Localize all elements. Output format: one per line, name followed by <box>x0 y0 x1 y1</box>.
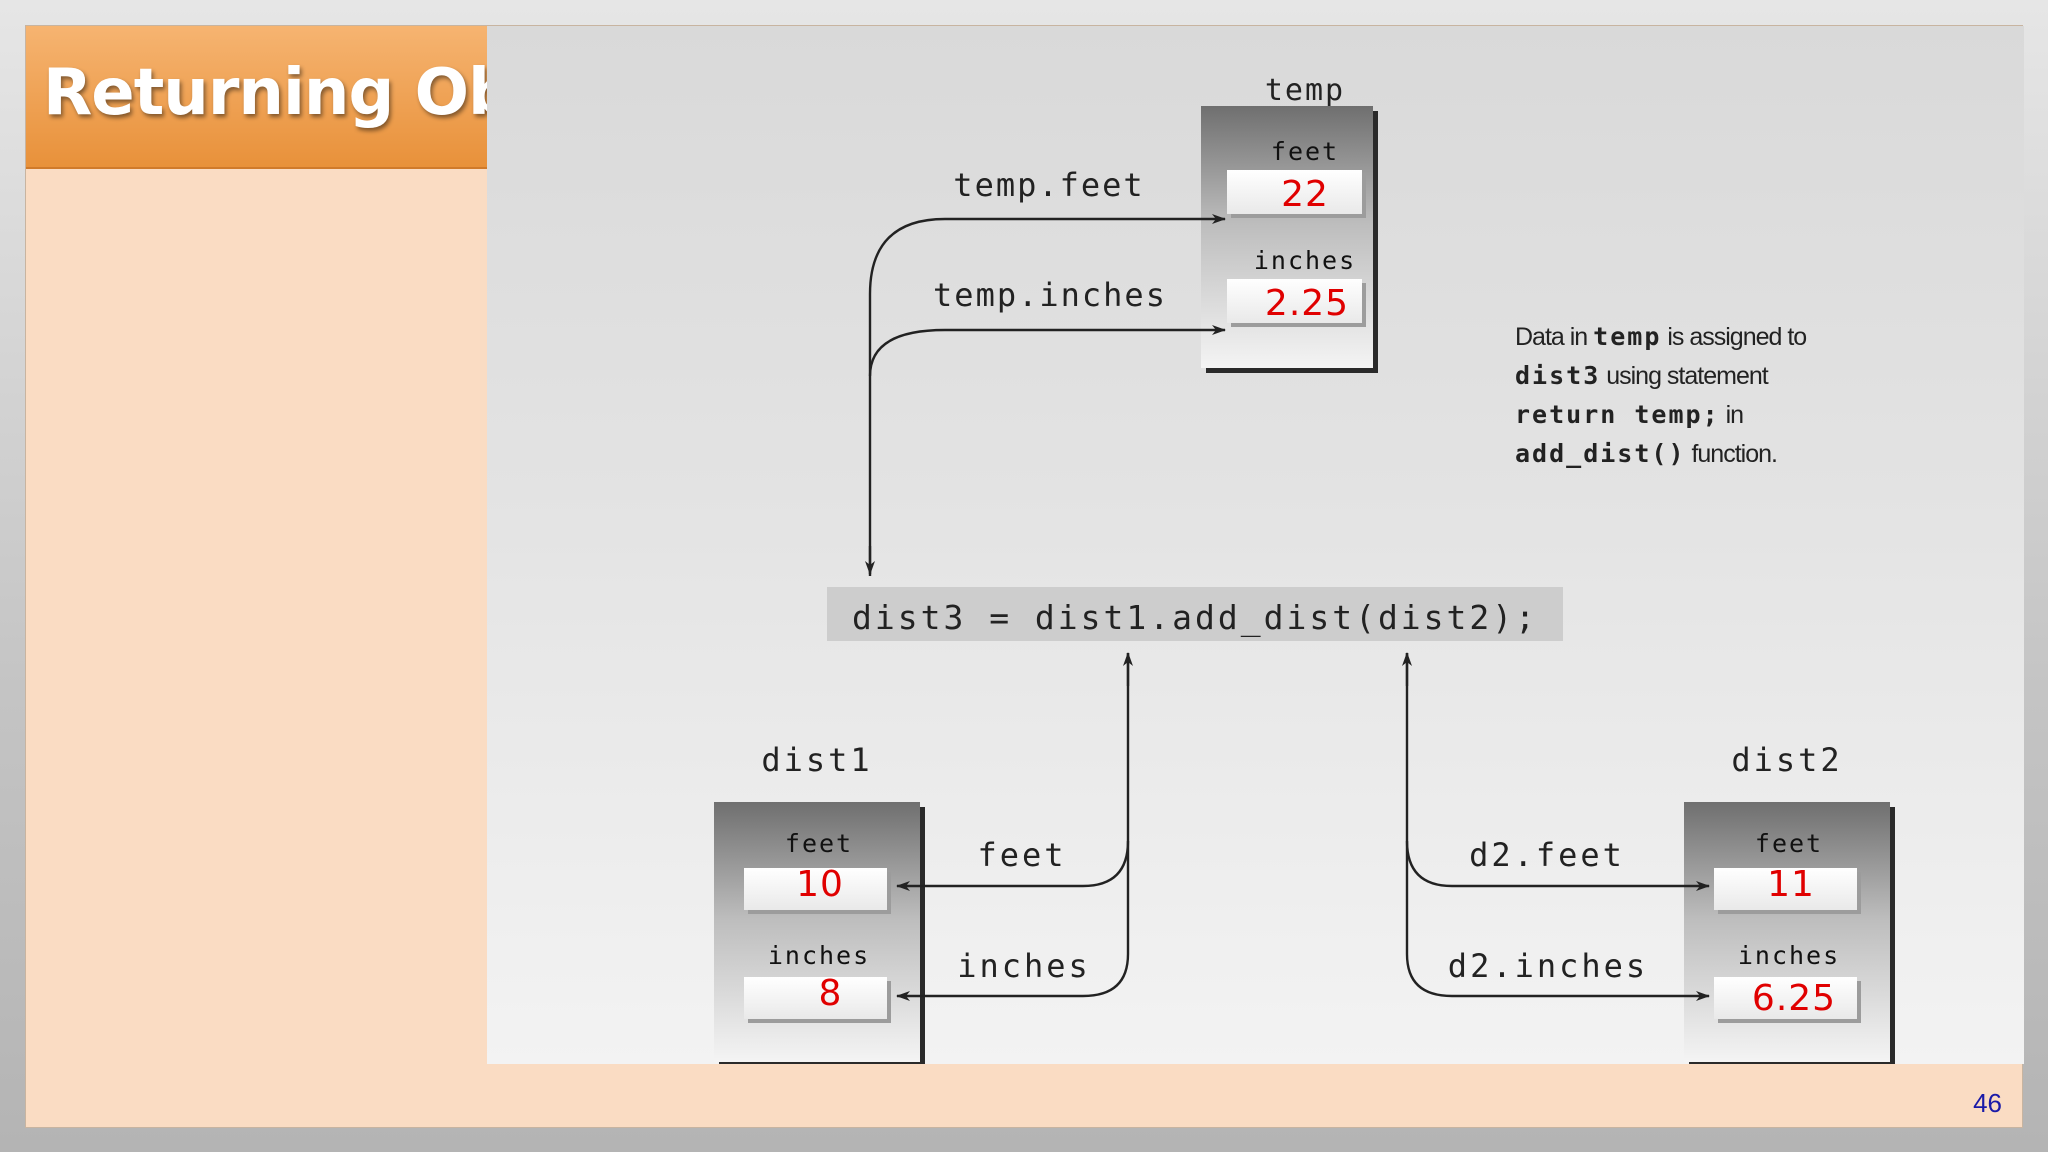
dist2-feet-value: 11 <box>1767 864 1815 905</box>
note-l2b: using statement <box>1600 362 1768 390</box>
temp-inches-arrow <box>868 325 1226 377</box>
dist1-object-box <box>714 802 925 1064</box>
temp-inches-label: inches <box>1254 246 1356 275</box>
diagram-svg: temp feet 22 inches 2.25 temp.feet temp.… <box>714 73 1895 1064</box>
dist1-inches-value: 8 <box>819 973 842 1014</box>
temp-feet-label: feet <box>1271 137 1339 166</box>
note-l4b: function. <box>1686 440 1777 468</box>
dist2-object-box <box>1684 802 1895 1064</box>
note-l4a: add_dist() <box>1515 439 1686 468</box>
note-l2a: dist3 <box>1515 361 1600 390</box>
note-text: Data in temp is assigned to dist3 using … <box>1515 322 1807 468</box>
slide-title: Returning Obj <box>43 56 535 130</box>
dist2-inches-label: inches <box>1738 941 1840 970</box>
temp-object-box <box>1201 106 1378 373</box>
title-bar: Returning Obj <box>26 26 535 169</box>
dist1-inches-arrow-label: inches <box>957 947 1091 985</box>
note-l1b: temp <box>1593 322 1661 351</box>
svg-text:Data in temp is assigned to: Data in temp is assigned to <box>1515 322 1806 351</box>
temp-inches-arrow-label: temp.inches <box>933 276 1167 314</box>
dist1-feet-arrow-label: feet <box>977 836 1066 874</box>
note-l3b: in <box>1720 401 1744 429</box>
svg-text:return temp; in: return temp; in <box>1515 400 1743 429</box>
temp-inches-value: 2.25 <box>1265 283 1349 324</box>
temp-object-name: temp <box>1265 73 1345 108</box>
dist1-inches-label: inches <box>768 941 870 970</box>
statement-code: dist3 = dist1.add_dist(dist2); <box>852 598 1538 638</box>
note-l1a: Data in <box>1515 323 1593 351</box>
dist1-feet-label: feet <box>785 829 853 858</box>
note-l3a: return temp; <box>1515 400 1720 429</box>
dist2-object-name: dist2 <box>1731 741 1842 779</box>
svg-text:add_dist() function.: add_dist() function. <box>1515 439 1777 468</box>
page-number: 46 <box>1973 1088 2002 1118</box>
temp-feet-arrow <box>868 214 1226 576</box>
temp-feet-value: 22 <box>1281 174 1329 215</box>
diagram-figure: temp feet 22 inches 2.25 temp.feet temp.… <box>487 26 2024 1064</box>
svg-text:dist3 using statement: dist3 using statement <box>1515 361 1769 390</box>
dist1-feet-value: 10 <box>796 864 844 905</box>
dist2-feet-arrow-label: d2.feet <box>1469 836 1625 874</box>
dist2-inches-arrow <box>1405 841 1710 1001</box>
slide: Returning Obj temp <box>25 25 2024 1128</box>
dist1-inches-arrow <box>896 841 1130 1001</box>
dist2-inches-arrow-label: d2.inches <box>1448 947 1648 985</box>
dist1-object-name: dist1 <box>761 741 872 779</box>
dist2-feet-label: feet <box>1755 829 1823 858</box>
temp-feet-arrow-label: temp.feet <box>953 166 1144 204</box>
statement-box <box>827 587 1563 641</box>
dist2-inches-value: 6.25 <box>1752 978 1836 1019</box>
note-l1c: is assigned to <box>1661 323 1806 351</box>
